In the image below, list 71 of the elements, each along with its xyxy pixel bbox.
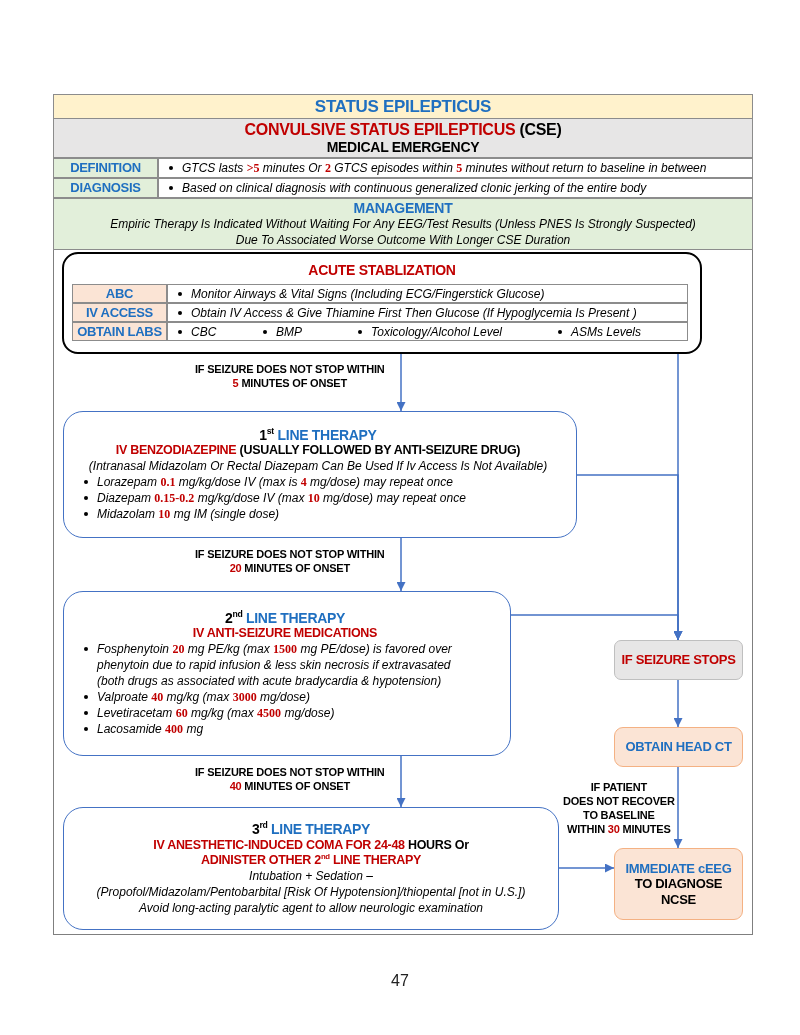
table-cell [53, 178, 158, 198]
note-text: (Propofol/Midazolam/Pentobarbital [Risk Of Hypotension]/thiopental [not in U.S.]) [96, 883, 526, 900]
therapy-box [63, 807, 559, 930]
table-cell [72, 284, 167, 303]
section-subheading: MEDICAL EMERGENCY [326, 139, 480, 156]
edge-label: IF SEIZURE DOES NOT STOP WITHIN 20 MINUTES OF ONSET [194, 547, 386, 575]
edge-label: IF PATIENT DOES NOT RECOVER TO BASELINE WITHIN 30 MINUTES [562, 780, 676, 836]
bullet-item: Midazolam 10 mg IM (single dose) [80, 506, 280, 523]
box-heading: 2$^{nd}$ LINE THERAPY [224, 609, 346, 627]
box-subheading: IV ANESTHETIC-INDUCED COMA FOR 24-48 HOURS Or ADINISTER OTHER 2$^{nd}$ LINE THERAPY [152, 837, 470, 868]
management-band [53, 198, 753, 250]
note-text: Empiric Therapy Is Indicated Without Waiting For Any EEG/Test Results (Unless PNES Is Strongly Suspected) Due To Associated Worse Outcome With Longer CSE Duration [109, 216, 697, 249]
row-header: IV ACCESS [86, 304, 153, 321]
row-header: OBTAIN LABS [77, 323, 162, 340]
edge-label: IF SEIZURE DOES NOT STOP WITHIN 40 MINUTES OF ONSET [194, 765, 386, 793]
note-text: Avoid long-acting paralytic agent to allow neurologic examination [139, 899, 483, 916]
box-heading: 1$^{st}$ LINE THERAPY [259, 426, 377, 444]
box-heading: IF SEIZURE STOPS [621, 652, 736, 668]
bullet-item: Lorazepam 0.1 mg/kg/dose IV (max is 4 mg/dose) may repeat once [80, 474, 453, 491]
therapy-box [63, 591, 511, 756]
box-subheading: TO DIAGNOSE NCSE [633, 876, 724, 908]
section-heading: CONVULSIVE STATUS EPILEPTICUS (CSE) [244, 120, 562, 140]
stage-box [62, 252, 702, 354]
bullet-item: Monitor Airways & Vital Signs (Including ECG/Fingerstick Glucose) [174, 285, 545, 302]
row-header: DEFINITION [70, 160, 141, 176]
bullet-item: Fosphenytoin 20 mg PE/kg (max 1500 mg PE/dose) is favored over phenytoin due to rapid infusion & less skin necrosis if extravasated (both drugs as associated with acute bradycardia & hypotension) [80, 641, 479, 690]
table-cell [72, 303, 167, 322]
table-cell [158, 178, 753, 198]
box-heading: OBTAIN HEAD CT [625, 739, 732, 755]
bullet-item: Based on clinical diagnosis with continuous generalized clonic jerking of the entire body [165, 180, 647, 196]
table-cell [167, 322, 688, 341]
page-number: 47 [390, 972, 410, 990]
box-subheading: IV BENZODIAZEPINE (USUALLY FOLLOWED BY ANTI-SEIZURE DRUG) [115, 443, 521, 459]
arrow [558, 863, 615, 873]
title: STATUS EPILEPTICUS [53, 94, 753, 119]
bullet-item: ASMs Levels [554, 324, 642, 340]
box-subheading: IV ANTI-SEIZURE MEDICATIONS [192, 626, 378, 642]
bullet-item: GTCS lasts >5 minutes Or 2 GTCS episodes within 5 minutes without return to baseline in between [165, 160, 707, 176]
arrow [673, 766, 683, 849]
bullet-item: Levetiracetam 60 mg/kg (max 4500 mg/dose) [80, 705, 335, 722]
table-cell [53, 158, 158, 178]
process-box [614, 727, 743, 767]
row-header: ABC [105, 285, 134, 302]
section-heading: MANAGEMENT [353, 199, 453, 217]
header-band [53, 118, 753, 158]
bullet-item: Valproate 40 mg/kg (max 3000 mg/dose) [80, 689, 310, 706]
process-box [614, 848, 743, 920]
table-cell [72, 322, 167, 341]
section-heading: ACUTE STABLIZATION [308, 262, 456, 279]
arrow [396, 537, 406, 592]
bullet-item: CBC [174, 324, 217, 340]
table-cell [167, 303, 688, 322]
bullet-item: BMP [259, 324, 302, 340]
note-text: Intubation + Sedation – [249, 867, 373, 884]
process-box [614, 640, 743, 680]
box-heading: IMMEDIATE cEEG [625, 860, 732, 877]
box-heading: 3$^{rd}$ LINE THERAPY [251, 821, 371, 838]
therapy-box [63, 411, 577, 538]
arrow [396, 755, 406, 808]
table-cell [158, 158, 753, 178]
arrow [673, 679, 683, 728]
note-text: (Intranasal Midazolam Or Rectal Diazepam Can Be Used If Iv Access Is Not Available) [88, 458, 548, 475]
row-header: DIAGNOSIS [70, 180, 141, 196]
edge-label: IF SEIZURE DOES NOT STOP WITHIN 5 MINUTES OF ONSET [194, 362, 386, 390]
table-cell [167, 284, 688, 303]
bullet-item: Diazepam 0.15-0.2 mg/kg/dose IV (max 10 mg/dose) may repeat once [80, 490, 466, 507]
bullet-item: Toxicology/Alcohol Level [354, 324, 502, 340]
bullet-item: Lacosamide 400 mg [80, 721, 204, 738]
arrow [510, 614, 683, 641]
arrow [396, 353, 406, 412]
bullet-item: Obtain IV Access & Give Thiamine First Then Glucose (If Hypoglycemia Is Present ) [174, 304, 637, 321]
